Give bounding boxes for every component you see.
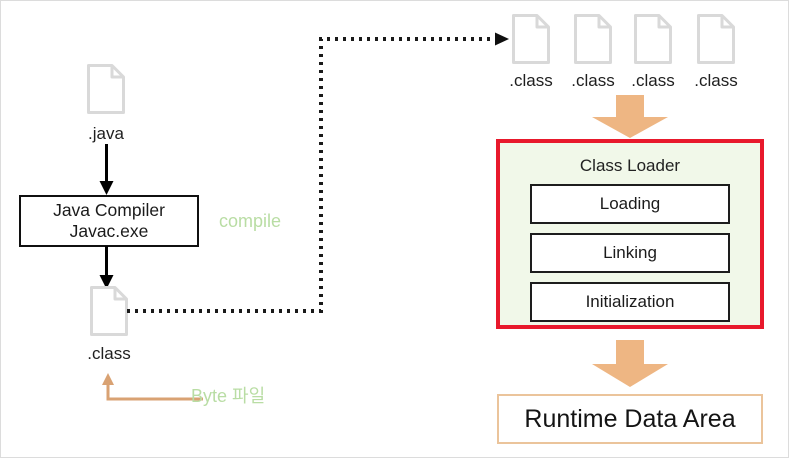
compile-annotation-label: compile bbox=[219, 211, 282, 231]
byte-file-annotation-label: Byte 파일 bbox=[191, 386, 266, 406]
class-loader-panel: Class Loader Loading Linking Initializat… bbox=[496, 139, 764, 329]
class-output-caption: .class bbox=[87, 344, 131, 363]
class-file-icon-4 bbox=[696, 13, 736, 65]
class-output-file-icon bbox=[89, 285, 129, 337]
class-file-caption-3: .class bbox=[631, 71, 675, 90]
runtime-data-area-box[interactable]: Runtime Data Area bbox=[497, 394, 763, 444]
class-file-caption-4: .class bbox=[694, 71, 738, 90]
java-compiler-line2: Javac.exe bbox=[69, 221, 149, 241]
block-arrow-loader-to-runtime bbox=[590, 340, 670, 388]
byte-file-callout-arrow bbox=[95, 371, 205, 403]
dotted-connector-class-to-classfiles bbox=[127, 31, 517, 321]
class-file-caption-2: .class bbox=[571, 71, 615, 90]
class-file-icon-1 bbox=[511, 13, 551, 65]
class-loader-stage-linking[interactable]: Linking bbox=[530, 233, 730, 273]
class-file-icon-2 bbox=[573, 13, 613, 65]
java-source-file-icon bbox=[86, 63, 126, 115]
arrow-compiler-to-class bbox=[98, 246, 115, 290]
java-compiler-box: Java Compiler Javac.exe bbox=[19, 195, 199, 247]
java-compiler-line1: Java Compiler bbox=[53, 200, 165, 221]
class-loader-stage-initialization[interactable]: Initialization bbox=[530, 282, 730, 322]
class-loader-stage-loading[interactable]: Loading bbox=[530, 184, 730, 224]
block-arrow-classfiles-to-loader bbox=[590, 95, 670, 139]
arrow-java-to-compiler bbox=[98, 144, 115, 196]
class-file-caption-1: .class bbox=[509, 71, 553, 90]
class-loader-title: Class Loader bbox=[579, 156, 681, 175]
java-source-caption: .java bbox=[88, 124, 124, 143]
class-file-icon-3 bbox=[633, 13, 673, 65]
